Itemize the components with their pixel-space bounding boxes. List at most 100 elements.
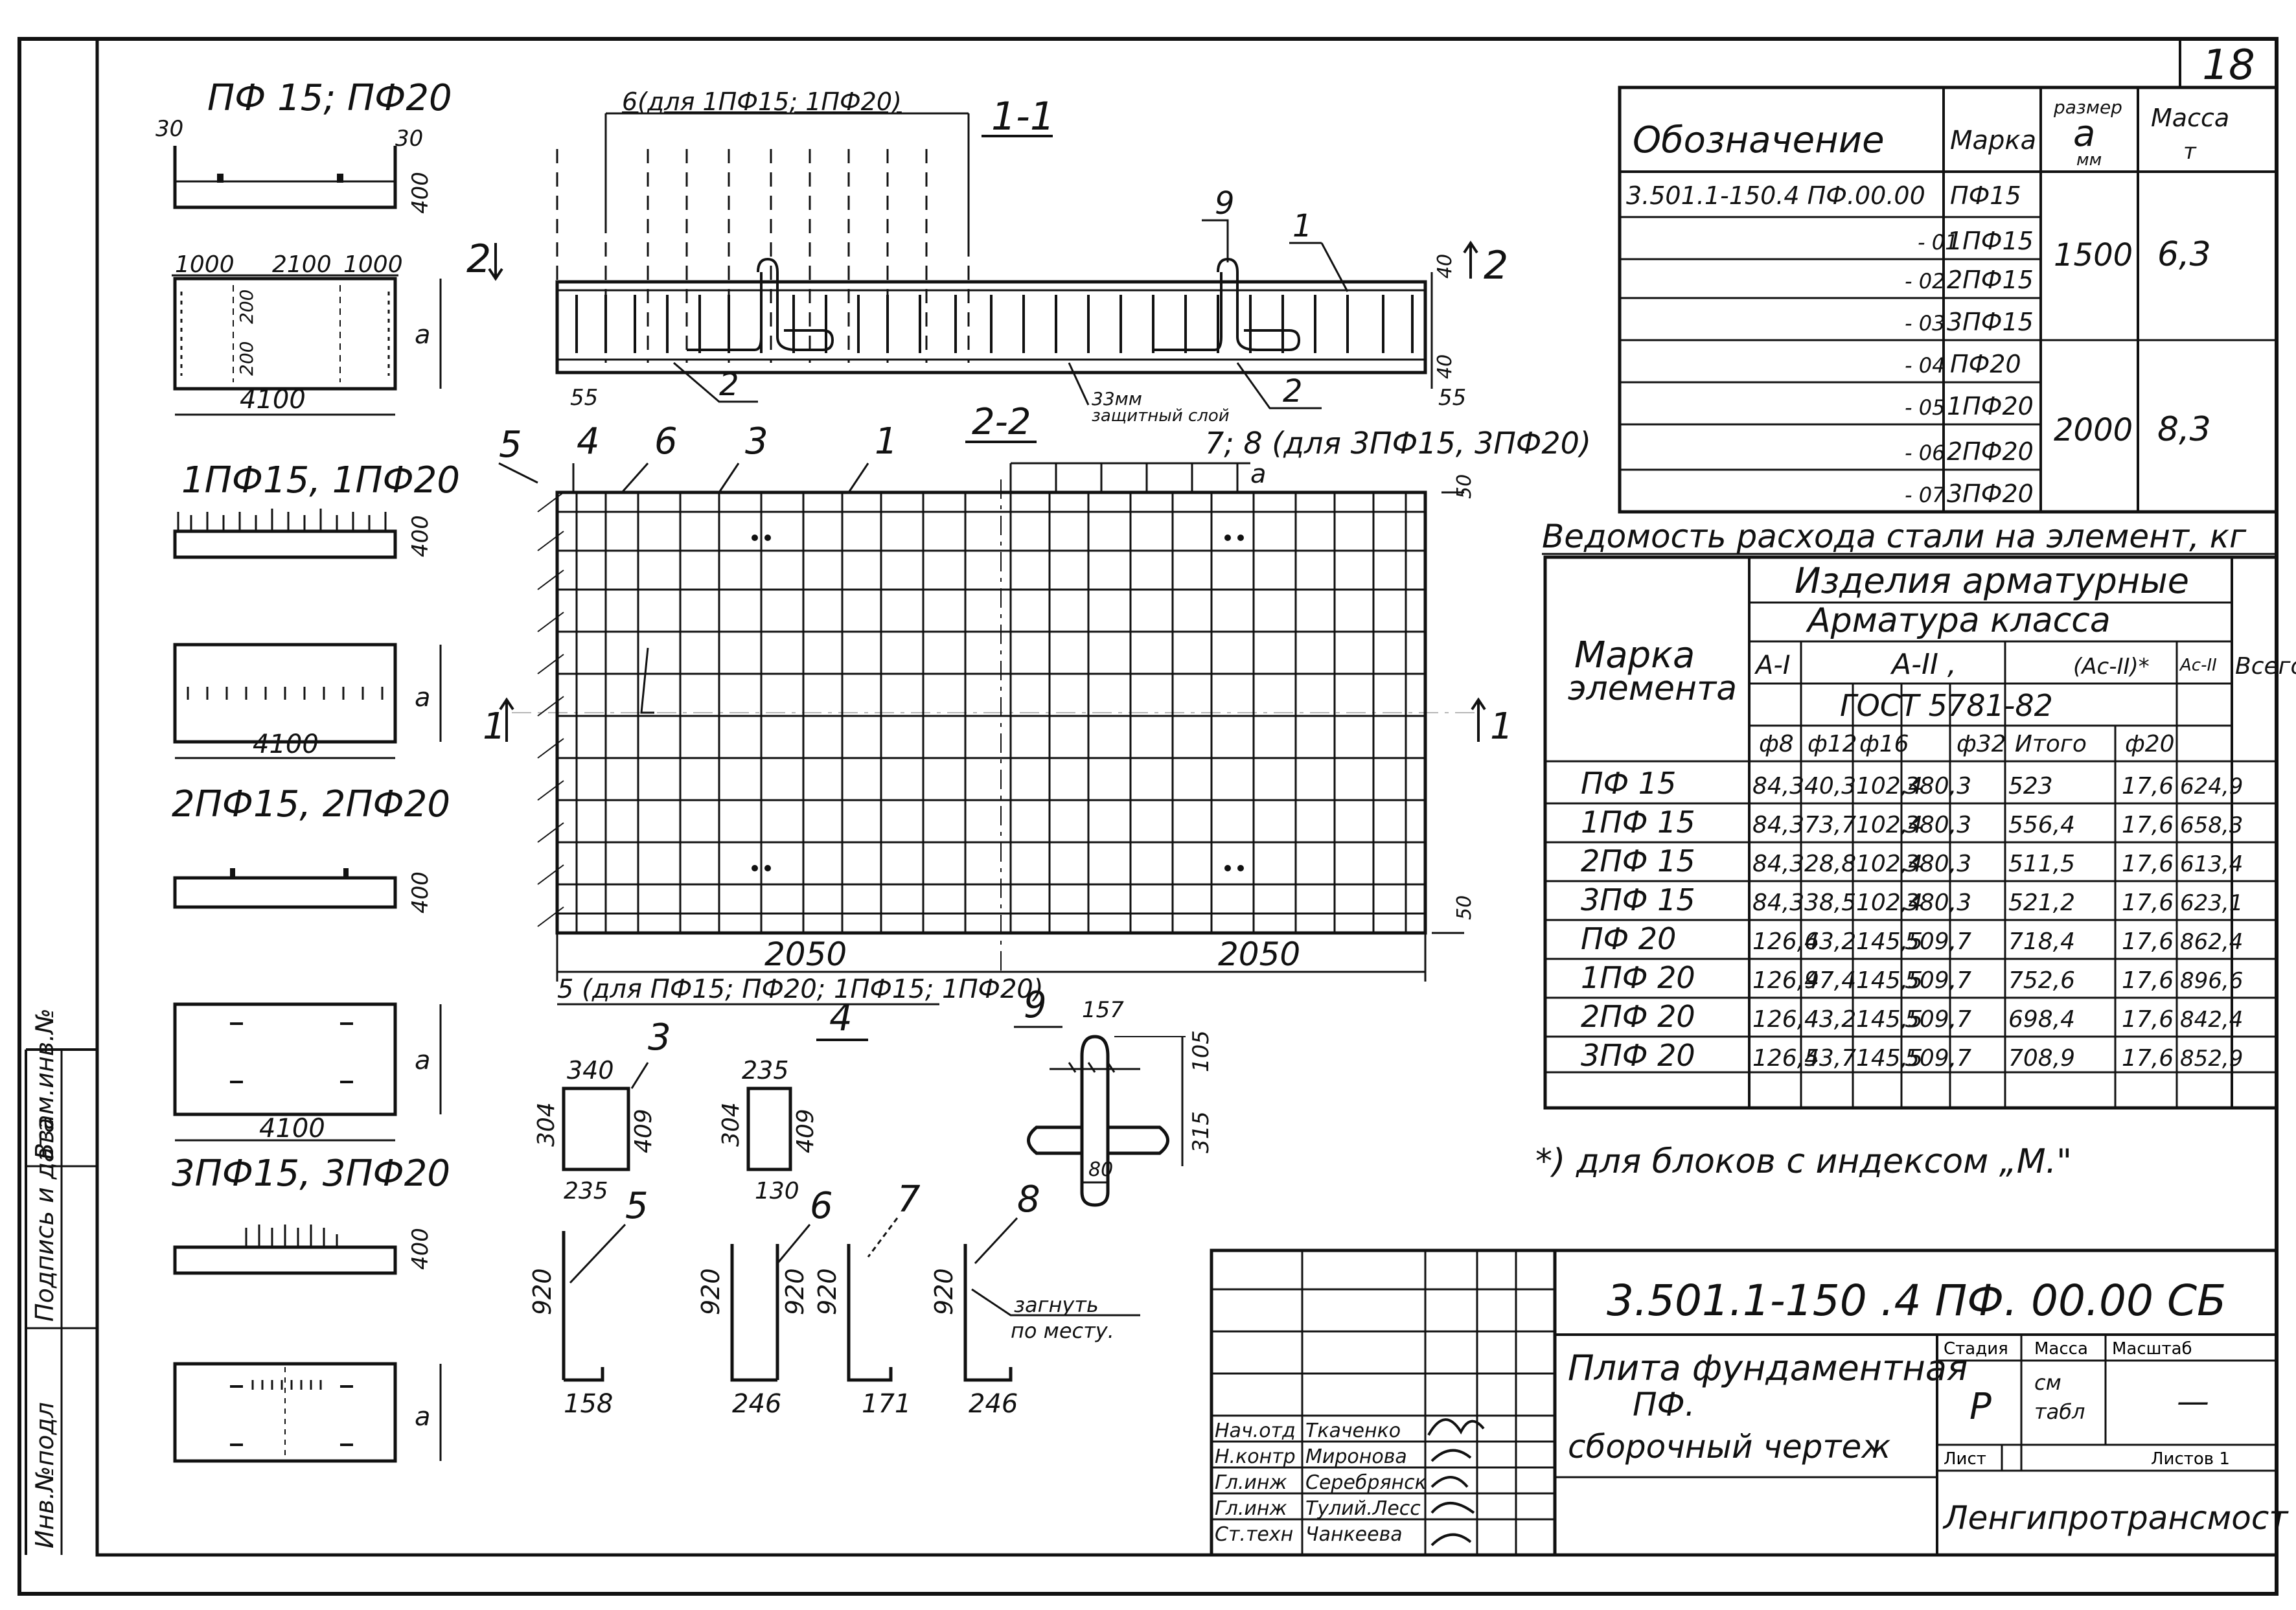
plan-note-bottom: 5 (для ПФ15; ПФ20; 1ПФ15; 1ПФ20) [557, 974, 1044, 1004]
svg-text:1ПФ15: 1ПФ15 [1947, 227, 2034, 255]
margin-label-replace: Взам.инв.№ [30, 1008, 59, 1160]
plan-outline [555, 490, 1427, 935]
detail-3-stirrup [562, 1087, 630, 1171]
svg-text:A-I: A-I [1754, 650, 1791, 680]
svg-text:920: 920 [528, 1268, 557, 1315]
svg-text:304: 304 [718, 1102, 744, 1147]
staff-role: Нач.отд [1215, 1420, 1296, 1442]
steel-cell: 17,6 [2122, 1045, 2174, 1072]
plan-section-mark: 2-2 [972, 401, 1031, 443]
svg-text:55: 55 [570, 385, 598, 411]
svg-text:3: 3 [648, 1017, 671, 1059]
steel-cell: 862,4 [2180, 929, 2243, 955]
svg-text:33мм: 33мм [1092, 388, 1142, 409]
steel-cell: 509,7 [1905, 1006, 1971, 1033]
svg-text:ф16: ф16 [1859, 731, 1909, 757]
svg-text:8: 8 [1017, 1179, 1040, 1221]
spec-table: Обозначение Марка размер a мм Масса т 3.… [1618, 86, 2279, 514]
sketch-plan-3 [173, 1362, 397, 1463]
svg-text:171: 171 [862, 1389, 911, 1419]
svg-text:табл: табл [2034, 1399, 2085, 1424]
svg-text:3ПФ15: 3ПФ15 [1947, 308, 2034, 336]
steel-cell: 145,5 [1856, 928, 1923, 955]
svg-text:3: 3 [745, 420, 768, 463]
svg-text:1: 1 [875, 420, 898, 463]
steel-cell: 145,5 [1856, 1006, 1923, 1033]
steel-cell: 84,3 [1752, 851, 1804, 877]
svg-text:1000: 1000 [343, 251, 403, 278]
margin-strip: Инв.№подл Подпись и дата Взам.инв.№ [25, 1008, 97, 1555]
svg-text:4100: 4100 [253, 730, 319, 759]
sketch-column: ПФ 15; ПФ20 30 30 400 1000 2100 1000 200… [155, 77, 460, 1463]
svg-text:105: 105 [1188, 1030, 1214, 1072]
drawing-code: 3.501.1-150 .4 ПФ. 00.00 СБ [1607, 1276, 2226, 1326]
steel-cell: 523 [2008, 773, 2053, 799]
svg-text:Масса: Масса [2151, 104, 2229, 132]
svg-text:ПФ.: ПФ. [1633, 1386, 1695, 1423]
sketch-elevation-2pf [173, 876, 397, 909]
steel-cell: 84,3 [1752, 812, 1804, 838]
svg-text:6,3: 6,3 [2157, 235, 2211, 274]
svg-text:2000: 2000 [2054, 412, 2133, 448]
steel-cell: 17,6 [2122, 773, 2174, 799]
staff-role: Гл.инж [1215, 1471, 1287, 1494]
svg-text:4: 4 [829, 997, 853, 1039]
svg-text:Изделия арматурные: Изделия арматурные [1795, 560, 2189, 601]
steel-cell: 63,2 [1804, 928, 1856, 955]
svg-text:размер: размер [2053, 97, 2122, 118]
svg-text:ф8: ф8 [1759, 731, 1794, 757]
bar-8 [963, 1244, 1013, 1382]
svg-text:т: т [2183, 139, 2197, 165]
bar-5 [562, 1231, 604, 1382]
svg-text:a: a [415, 683, 431, 713]
svg-text:55: 55 [1438, 385, 1466, 411]
steel-table: Ведомость расхода стали на элемент, кг М… [1542, 518, 2296, 1110]
steel-cell: 896,6 [2180, 968, 2243, 994]
svg-text:246: 246 [732, 1389, 781, 1419]
steel-cell: 102,4 [1856, 812, 1923, 838]
steel-cell: 84,3 [1752, 890, 1804, 916]
svg-text:ПФ15: ПФ15 [1950, 181, 2021, 210]
steel-cell: 53,7 [1804, 1045, 1856, 1072]
svg-text:2: 2 [1484, 243, 1508, 288]
svg-text:a: a [415, 320, 431, 350]
svg-text:Р: Р [1969, 1386, 1992, 1428]
detail-4-stirrup [746, 1087, 792, 1171]
steel-row-mark: 3ПФ 20 [1581, 1038, 1695, 1073]
steel-cell: 126,4 [1752, 967, 1819, 994]
bar-6 [730, 1244, 779, 1382]
svg-text:сборочный чертеж: сборочный чертеж [1568, 1428, 1890, 1466]
svg-text:ГОСТ 5781-82: ГОСТ 5781-82 [1840, 688, 2053, 723]
svg-text:400: 400 [408, 1228, 433, 1270]
staff-role: Гл.инж [1215, 1497, 1287, 1520]
svg-text:3.501.1-150.4 ПФ.00.00: 3.501.1-150.4 ПФ.00.00 [1626, 181, 1925, 210]
staff-role: Ст.техн [1215, 1523, 1293, 1546]
section-note-top: 6(для 1ПФ15; 1ПФ20) [622, 87, 902, 116]
svg-text:Марка: Марка [1574, 634, 1695, 676]
svg-text:2050: 2050 [1218, 936, 1300, 973]
svg-text:Всего: Всего [2235, 653, 2296, 680]
svg-text:ПФ20: ПФ20 [1950, 350, 2021, 378]
steel-cell: 28,8 [1804, 851, 1856, 877]
steel-cell: 17,6 [2122, 812, 2174, 838]
section-outline [555, 280, 1427, 374]
steel-cell: 613,4 [2180, 851, 2243, 877]
svg-text:6: 6 [810, 1185, 833, 1227]
svg-text:920: 920 [696, 1268, 725, 1315]
steel-cell: 658,3 [2180, 812, 2243, 838]
steel-cell: 852,9 [2180, 1046, 2243, 1072]
steel-cell: 17,6 [2122, 890, 2174, 916]
steel-row-mark: ПФ 15 [1581, 766, 1676, 801]
svg-text:80: 80 [1088, 1158, 1113, 1181]
steel-cell: 556,4 [2008, 812, 2075, 838]
steel-cell: 380,3 [1905, 890, 1971, 916]
svg-text:Ac-II: Ac-II [2179, 656, 2217, 675]
steel-cell: 17,6 [2122, 851, 2174, 877]
steel-cell: 509,7 [1905, 967, 1971, 994]
svg-text:9: 9 [1024, 984, 1047, 1026]
svg-text:304: 304 [533, 1102, 560, 1147]
svg-text:- 06: - 06 [1905, 441, 1945, 465]
svg-text:920: 920 [781, 1268, 809, 1315]
